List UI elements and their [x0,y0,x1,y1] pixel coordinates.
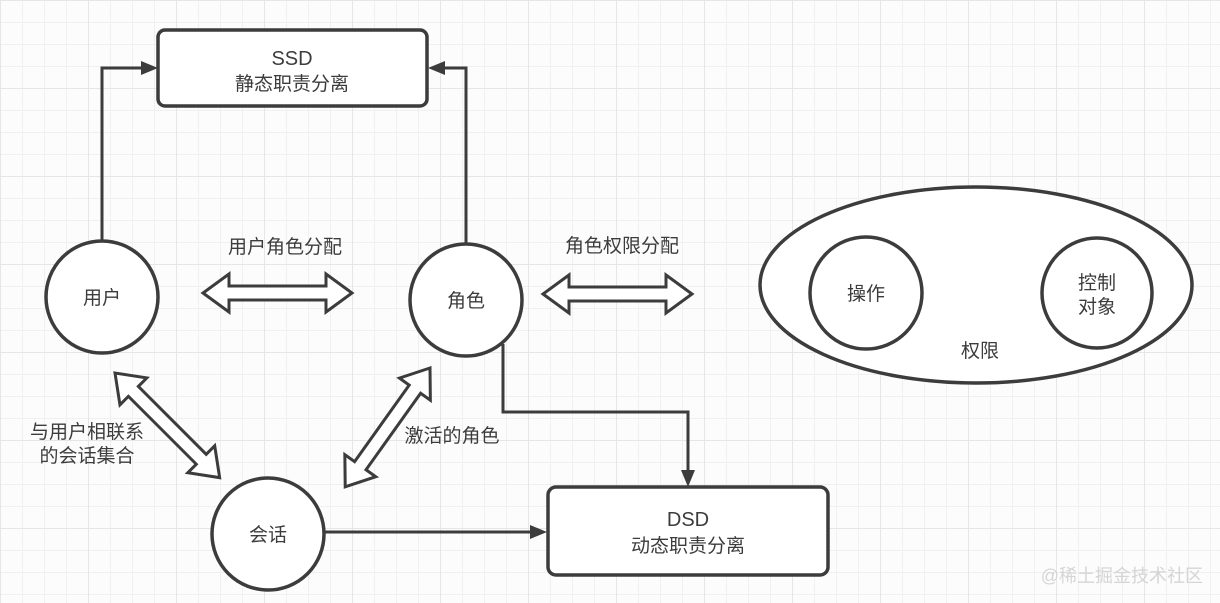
role-node [408,242,524,358]
ssd-title: SSD [271,48,312,70]
ssd-subtitle: 静态职责分离 [235,73,349,95]
role-label: 角色 [447,290,485,312]
watermark: @稀土掘金技术社区 [1041,566,1203,586]
dsd-subtitle: 动态职责分离 [631,535,745,557]
session-role-arrow [343,365,432,489]
user-role-edge-label: 用户角色分配 [228,236,342,258]
control-object-label-line1: 控制 [1078,272,1116,294]
ssd-box [156,28,429,108]
operation-node [808,235,924,351]
control-object-node [1040,236,1154,350]
role-to-dsd-connector [501,344,695,487]
user-to-ssd-connector [100,61,158,241]
user-session-edge-label-line2: 的会话集合 [39,445,134,467]
dsd-box [546,485,830,577]
user-role-arrow [200,271,355,315]
control-object-label-line2: 对象 [1078,296,1116,318]
session-label: 会话 [249,524,287,546]
user-session-arrow [113,371,222,480]
user-label: 用户 [83,287,121,309]
permission-group-label: 权限 [961,340,999,362]
role-to-ssd-connector [428,61,468,244]
role-permission-arrow [540,272,695,316]
user-node [44,239,160,355]
role-permission-edge-label: 角色权限分配 [565,235,679,257]
operation-label: 操作 [847,283,885,305]
dsd-title: DSD [667,509,709,531]
session-role-edge-label: 激活的角色 [404,425,499,447]
session-node [210,476,326,592]
user-session-edge-label-line1: 与用户相联系 [30,421,144,443]
